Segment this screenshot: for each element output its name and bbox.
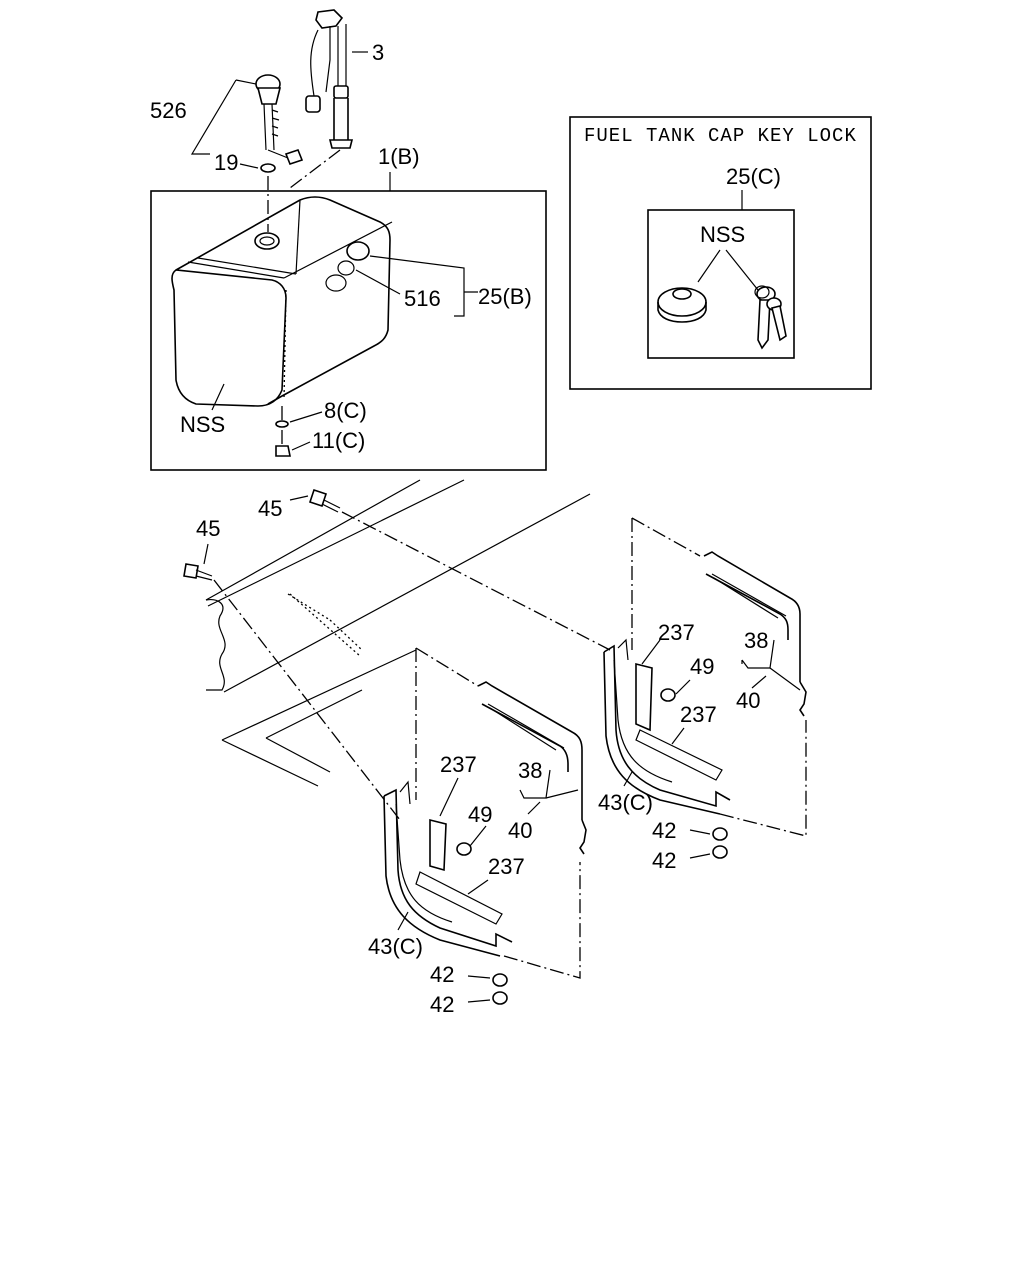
cap-keys	[754, 285, 787, 350]
label-40-left: 40	[508, 818, 532, 843]
label-237-left-a: 237	[440, 752, 477, 777]
fuel-gauge-unit	[255, 74, 304, 173]
label-45-upper: 45	[258, 496, 282, 521]
pad-237-right-upper	[635, 662, 653, 732]
chassis-frame	[205, 479, 591, 787]
label-49-left: 49	[468, 802, 492, 827]
fuel-sender-unit	[305, 9, 354, 149]
label-8c: 8(C)	[324, 398, 367, 423]
label-45-left: 45	[196, 516, 220, 541]
label-43c-left: 43(C)	[368, 934, 423, 959]
label-25b: 25(B)	[478, 284, 532, 309]
bracket-43c-right	[603, 638, 731, 815]
inset-label-25c: 25(C)	[726, 164, 781, 189]
label-11c: 11(C)	[312, 428, 365, 453]
inset-title: FUEL TANK CAP KEY LOCK	[584, 125, 857, 147]
nut-42-left-a	[492, 973, 508, 987]
label-516: 516	[404, 286, 441, 311]
inset-label-nss: NSS	[700, 222, 745, 247]
label-38-right: 38	[744, 628, 768, 653]
label-237-left-b: 237	[488, 854, 525, 879]
inset-frame	[569, 116, 872, 390]
bracket-43c-left	[383, 780, 513, 957]
label-38-left: 38	[518, 758, 542, 783]
label-237-right-b: 237	[680, 702, 717, 727]
washer-8c	[275, 420, 289, 428]
label-nss-tank: NSS	[180, 412, 225, 437]
nut-42-right-a	[712, 827, 728, 841]
label-526: 526	[150, 98, 187, 123]
bolt-45-upper	[308, 488, 341, 513]
label-42-right-b: 42	[652, 848, 676, 873]
label-237-right-a: 237	[658, 620, 695, 645]
label-49-right: 49	[690, 654, 714, 679]
nut-42-right-b	[712, 845, 728, 859]
label-19: 19	[214, 150, 238, 175]
inset-inner-frame	[647, 209, 795, 359]
pad-237-left-upper	[429, 818, 447, 872]
label-40-right: 40	[736, 688, 760, 713]
nut-42-left-b	[492, 991, 508, 1005]
nut-49-right	[660, 688, 676, 702]
label-3: 3	[372, 40, 384, 65]
label-43c-right: 43(C)	[598, 790, 653, 815]
label-1b: 1(B)	[378, 144, 420, 169]
label-42-left-b: 42	[430, 992, 454, 1017]
bolt-45-left	[183, 563, 213, 581]
tank-assembly-frame	[150, 190, 547, 471]
fuel-tank	[171, 196, 393, 407]
label-42-left-a: 42	[430, 962, 454, 987]
strap-38-right	[703, 551, 807, 717]
strap-38-left	[477, 681, 587, 855]
label-42-right-a: 42	[652, 818, 676, 843]
nut-49-left	[456, 842, 472, 856]
fuel-cap	[657, 287, 707, 323]
drain-plug-11c	[275, 445, 291, 457]
